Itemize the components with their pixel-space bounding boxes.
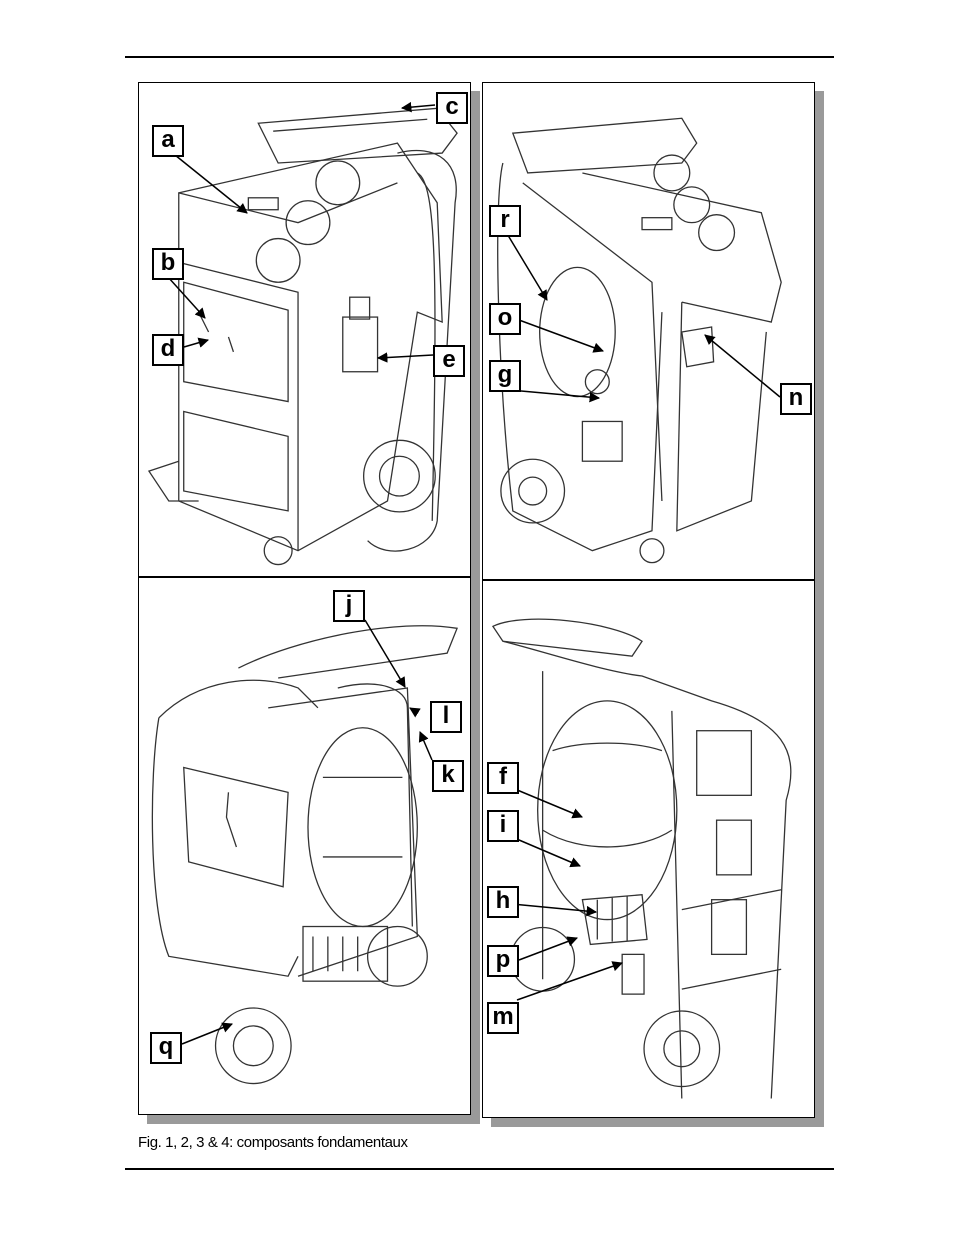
- callout-label-k: k: [432, 760, 464, 792]
- figure-caption: Fig. 1, 2, 3 & 4: composants fondamentau…: [138, 1134, 408, 1151]
- callout-label-r: r: [489, 205, 521, 237]
- callout-label-j: j: [333, 590, 365, 622]
- figure-3-side-view: [138, 577, 471, 1115]
- callout-label-e: e: [433, 345, 465, 377]
- callout-label-b: b: [152, 248, 184, 280]
- callout-label-d: d: [152, 334, 184, 366]
- callout-label-f: f: [487, 762, 519, 794]
- callout-label-m: m: [487, 1002, 519, 1034]
- machine-front-illustration: [139, 83, 470, 576]
- callout-label-i: i: [487, 810, 519, 842]
- footer-rule: [125, 1168, 834, 1170]
- callout-label-g: g: [489, 360, 521, 392]
- figure-2-rear-view: [482, 82, 815, 580]
- callout-label-p: p: [487, 945, 519, 977]
- callout-label-h: h: [487, 886, 519, 918]
- callout-label-l: l: [430, 701, 462, 733]
- callout-label-n: n: [780, 383, 812, 415]
- figure-1-front-view: [138, 82, 471, 577]
- figure-4-interior-view: [482, 580, 815, 1118]
- machine-side-illustration: [139, 578, 470, 1114]
- machine-interior-illustration: [483, 581, 814, 1117]
- callout-label-q: q: [150, 1032, 182, 1064]
- callout-label-o: o: [489, 303, 521, 335]
- machine-rear-illustration: [483, 83, 814, 579]
- callout-label-a: a: [152, 125, 184, 157]
- header-rule: [125, 56, 834, 58]
- callout-label-c: c: [436, 92, 468, 124]
